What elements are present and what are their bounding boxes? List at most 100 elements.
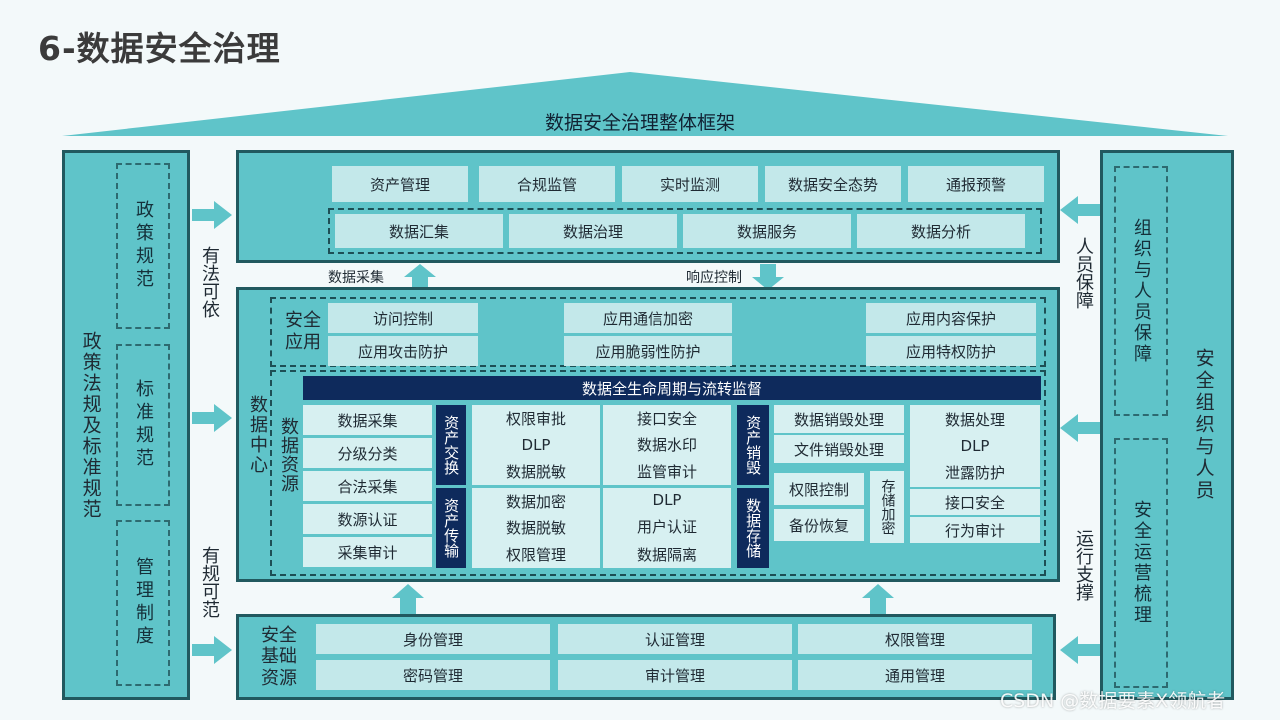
data-storage-label-text: 数据存储 — [744, 498, 763, 558]
arrow-left-icon — [1060, 196, 1100, 224]
top-cell: 数据汇集 — [335, 214, 503, 248]
transfer-item: 数据脱敏 — [505, 519, 566, 538]
bottom-cell: 认证管理 — [558, 624, 792, 654]
collection-cell: 分级分类 — [303, 438, 432, 468]
top-cell: 数据服务 — [683, 214, 851, 248]
transfer-cell: 数据加密 数据脱敏 权限管理 — [472, 488, 600, 568]
exchange-cell: 权限审批 DLP 数据脱敏 — [472, 405, 600, 485]
exchange-item: 接口安全 — [636, 409, 697, 428]
connector-up-label: 数据采集 — [328, 270, 384, 286]
right-org-label: 安全组织与人员 — [1180, 160, 1226, 690]
right-side-text-bottom: 运行支撑 — [1070, 518, 1096, 612]
arrow-up-icon — [392, 584, 424, 614]
top-cell: 资产管理 — [332, 166, 468, 202]
app-cell: 应用通信加密 — [564, 303, 732, 333]
processing-cell: 接口安全 — [910, 489, 1040, 515]
processing-item: DLP — [960, 436, 990, 455]
left-box-management: 管理制度 — [116, 520, 170, 686]
right-side-text-bottom-span: 运行支撑 — [1072, 529, 1094, 601]
exchange-item: DLP — [521, 435, 551, 454]
app-cell: 应用特权防护 — [866, 336, 1036, 366]
exchange-item: 数据水印 — [636, 436, 697, 455]
watermark: CSDN @数据要素X领航者 — [1000, 690, 1226, 712]
collection-cell: 合法采集 — [303, 471, 432, 501]
asset-transfer-label-text: 资产传输 — [442, 498, 461, 558]
bottom-cell: 审计管理 — [558, 660, 792, 690]
right-side-text-top: 人员保障 — [1070, 226, 1096, 320]
app-cell: 应用攻击防护 — [328, 336, 478, 366]
lifecycle-title: 数据全生命周期与流转监督 — [303, 376, 1041, 400]
top-cell: 通报预警 — [908, 166, 1044, 202]
right-box-ops-text: 安全运营梳理 — [1130, 500, 1152, 626]
storage-cell: 权限控制 — [774, 473, 864, 505]
right-box-org-text: 组织与人员保障 — [1130, 217, 1152, 365]
exchange-item: 数据脱敏 — [505, 462, 566, 481]
left-side-text-top-span: 有法可依 — [198, 246, 220, 318]
arrow-left-icon — [1060, 414, 1100, 442]
left-box-management-text: 管理制度 — [132, 557, 154, 649]
processing-item: 数据处理 — [944, 410, 1005, 429]
storage-encrypt-cell: 存储加密 — [870, 471, 904, 543]
left-box-policy-text: 政策规范 — [132, 200, 154, 292]
security-app-label: 安全应用 — [278, 300, 328, 364]
transfer-item: 数据隔离 — [636, 545, 697, 564]
page-title: 6-数据安全治理 — [38, 29, 281, 68]
data-resource-label-text: 数据资源 — [277, 417, 299, 493]
exchange-item: 监管审计 — [636, 463, 697, 482]
bottom-cell: 身份管理 — [316, 624, 550, 654]
left-policy-label: 政策法规及标准规范 — [66, 160, 114, 690]
collection-cell: 数源认证 — [303, 504, 432, 534]
storage-encrypt-text: 存储加密 — [879, 479, 896, 535]
data-center-label: 数据中心 — [244, 380, 270, 490]
top-cell: 合规监管 — [479, 166, 615, 202]
asset-destroy-label: 资产销毁 — [737, 405, 769, 485]
data-center-label-text: 数据中心 — [246, 395, 268, 475]
right-side-text-top-span: 人员保障 — [1072, 237, 1094, 309]
app-cell: 应用内容保护 — [866, 303, 1036, 333]
transfer-item: 权限管理 — [505, 546, 566, 565]
top-cell: 数据治理 — [509, 214, 677, 248]
left-side-text-bottom: 有规可范 — [196, 536, 222, 628]
arrow-down-icon — [752, 264, 784, 290]
exchange-cell: 接口安全 数据水印 监管审计 — [603, 405, 731, 485]
right-box-org: 组织与人员保障 — [1114, 166, 1168, 416]
data-storage-label: 数据存储 — [737, 488, 769, 568]
left-policy-label-text: 政策法规及标准规范 — [79, 330, 102, 520]
right-box-ops: 安全运营梳理 — [1114, 438, 1168, 688]
arrow-right-icon — [192, 636, 232, 664]
top-cell: 数据安全态势 — [765, 166, 901, 202]
app-cell: 应用脆弱性防护 — [564, 336, 732, 366]
app-cell: 访问控制 — [328, 303, 478, 333]
left-box-standard-text: 标准规范 — [132, 379, 154, 471]
top-cell: 实时监测 — [622, 166, 758, 202]
data-resource-label: 数据资源 — [274, 408, 302, 502]
bottom-label: 安全基础资源 — [252, 622, 306, 692]
arrow-up-icon — [862, 584, 894, 614]
roof — [62, 72, 1228, 136]
asset-exchange-label-text: 资产交换 — [442, 415, 461, 475]
bottom-cell: 通用管理 — [798, 660, 1032, 690]
transfer-item: 数据加密 — [505, 492, 566, 511]
bottom-cell: 权限管理 — [798, 624, 1032, 654]
processing-cell: 数据处理 DLP 泄露防护 — [910, 405, 1040, 487]
exchange-item: 权限审批 — [505, 410, 566, 429]
asset-transfer-label: 资产传输 — [436, 488, 466, 568]
processing-item: 泄露防护 — [944, 464, 1005, 483]
arrow-right-icon — [192, 404, 232, 432]
destroy-cell: 文件销毁处理 — [774, 435, 904, 463]
arrow-right-icon — [192, 201, 232, 229]
bottom-label-text: 安全基础资源 — [261, 624, 297, 689]
arrow-up-icon — [404, 264, 436, 290]
top-cell: 数据分析 — [857, 214, 1025, 248]
bottom-cell: 密码管理 — [316, 660, 550, 690]
top-inner-dashed-box — [328, 208, 1042, 254]
connector-down-label: 响应控制 — [686, 270, 742, 286]
security-app-label-text: 安全应用 — [285, 310, 321, 353]
left-side-text-bottom-span: 有规可范 — [198, 546, 220, 618]
arrow-left-icon — [1060, 636, 1100, 664]
transfer-item: DLP — [652, 491, 682, 510]
roof-title: 数据安全治理整体框架 — [544, 112, 735, 134]
left-box-standard: 标准规范 — [116, 344, 170, 506]
transfer-item: 用户认证 — [636, 517, 697, 536]
destroy-cell: 数据销毁处理 — [774, 405, 904, 433]
